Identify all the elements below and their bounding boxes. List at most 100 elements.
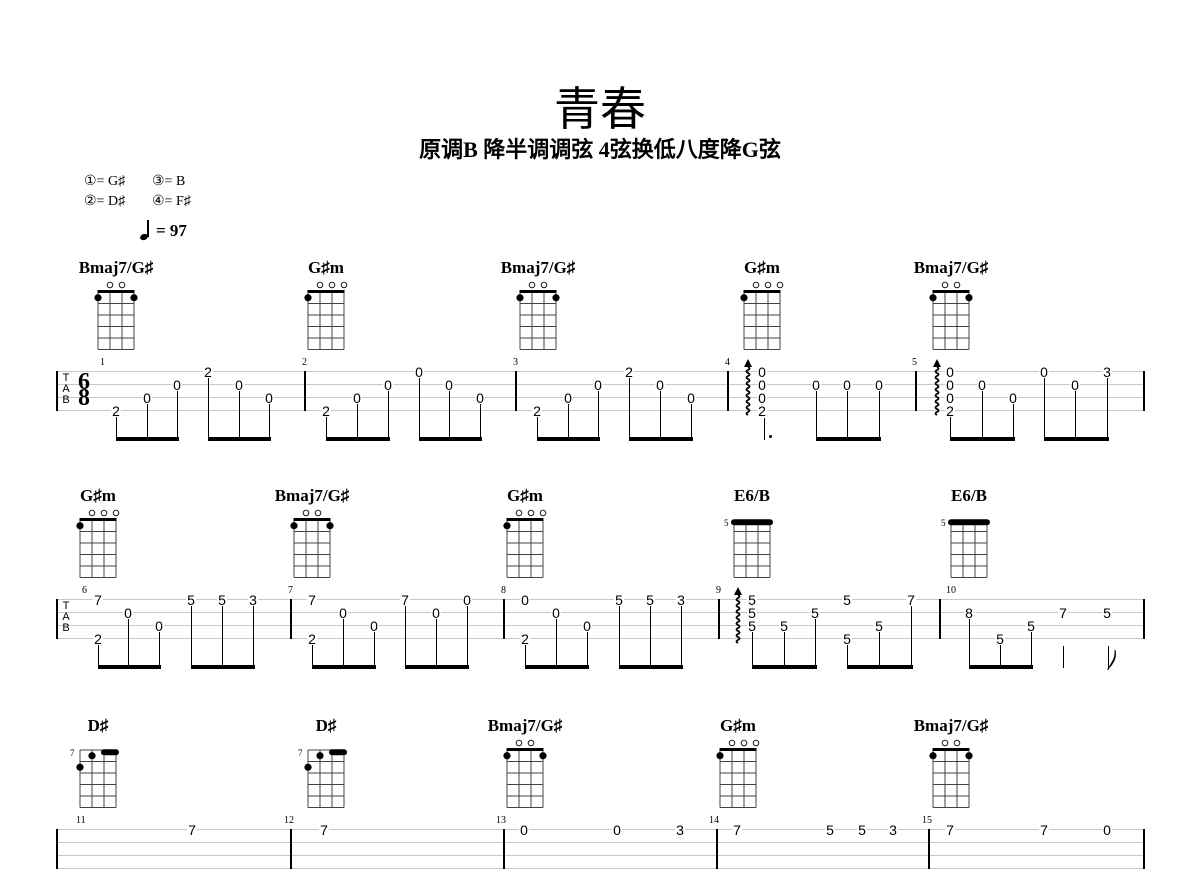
- note-stem: [449, 391, 451, 439]
- fret-number: 7: [1039, 821, 1049, 838]
- chord-name: Bmaj7/G♯: [913, 258, 989, 277]
- fret-number: 0: [369, 617, 379, 634]
- note-stem: [1000, 645, 1002, 667]
- barline: [939, 599, 941, 639]
- tab-clef-letter: A: [62, 383, 70, 395]
- fret-number: 0: [811, 376, 821, 393]
- chord-grid: [76, 509, 120, 578]
- note-stem: [467, 606, 469, 667]
- fret-number: 0: [757, 376, 767, 393]
- note-stem: [480, 404, 482, 439]
- chord-name: Bmaj7/G♯: [913, 716, 989, 735]
- fret-number: 2: [945, 402, 955, 419]
- fret-number: 0: [977, 376, 987, 393]
- note-stem: [147, 404, 149, 439]
- staff-line: [56, 842, 1144, 843]
- fret-number: 0: [142, 389, 152, 406]
- tab-staff: [56, 829, 1145, 869]
- note-stem: [269, 404, 271, 439]
- song-title: 青春: [554, 84, 646, 135]
- fret-number: 0: [352, 389, 362, 406]
- fret-number: 0: [1102, 821, 1112, 838]
- fret-number: 3: [676, 591, 686, 608]
- barline: [56, 599, 58, 639]
- barline: [290, 829, 292, 869]
- measure-number: 8: [501, 585, 506, 596]
- barline: [503, 599, 505, 639]
- fret-number: 7: [307, 591, 317, 608]
- fret-number: 2: [532, 402, 542, 419]
- note-stem: [1075, 391, 1077, 439]
- fret-number: 5: [810, 604, 820, 621]
- svg-text:5: 5: [724, 518, 729, 528]
- fret-number: 5: [857, 821, 867, 838]
- barline: [503, 829, 505, 869]
- note-stem: [128, 619, 130, 667]
- fret-number: 0: [414, 363, 424, 380]
- tab-clef-letter: A: [62, 611, 70, 623]
- tempo-value: = 97: [156, 221, 187, 240]
- note-stem: [537, 417, 539, 439]
- fret-number: 0: [154, 617, 164, 634]
- note-stem: [1063, 646, 1065, 668]
- note-stem: [847, 391, 849, 439]
- svg-text:7: 7: [298, 748, 303, 758]
- tuning-string-2: ②= D♯: [84, 194, 126, 209]
- fret-number: 2: [93, 630, 103, 647]
- chord-grid: [503, 509, 547, 578]
- fret-number: 0: [444, 376, 454, 393]
- measure-number: 1: [100, 357, 105, 368]
- arpeggio-up-icon: [933, 359, 941, 416]
- barline: [304, 371, 306, 411]
- barline: [56, 371, 58, 411]
- chord-grid: [716, 739, 760, 808]
- chord-grid: [304, 281, 348, 350]
- fret-number: 5: [874, 617, 884, 634]
- note-stem: [816, 391, 818, 439]
- note-beam: [752, 665, 817, 669]
- note-beam: [326, 437, 390, 441]
- note-stem: [239, 391, 241, 439]
- chord-grid: [740, 281, 784, 350]
- fret-number: 5: [747, 591, 757, 608]
- measure-number: 9: [716, 585, 721, 596]
- staff-line: [56, 829, 1144, 830]
- barline: [290, 599, 292, 639]
- chord-grid: [94, 281, 138, 350]
- fret-number: 0: [842, 376, 852, 393]
- note-stem: [357, 404, 359, 439]
- tab-clef-letter: T: [62, 600, 70, 612]
- fret-number: 0: [383, 376, 393, 393]
- time-signature-top: 6: [78, 369, 90, 395]
- note-stem: [691, 404, 693, 439]
- fret-number: 0: [520, 591, 530, 608]
- dotted-note-icon: [769, 435, 772, 438]
- note-beam: [847, 665, 913, 669]
- chord-name: G♯m: [80, 486, 116, 505]
- tuning-string-1: ①= G♯: [84, 174, 126, 189]
- note-stem: [598, 391, 600, 439]
- fret-number: 0: [757, 389, 767, 406]
- fret-number: 0: [234, 376, 244, 393]
- note-stem: [847, 645, 849, 667]
- chord-name: E6/B: [951, 486, 987, 505]
- fret-number: 0: [945, 389, 955, 406]
- chord-name: G♯m: [308, 258, 344, 277]
- fret-number: 3: [1102, 363, 1112, 380]
- note-beam: [1044, 437, 1109, 441]
- fret-number: 7: [732, 821, 742, 838]
- chord-name: G♯m: [720, 716, 756, 735]
- fret-number: 0: [338, 604, 348, 621]
- fret-number: 0: [462, 591, 472, 608]
- note-stem: [1013, 404, 1015, 439]
- note-stem: [784, 632, 786, 667]
- note-stem: [911, 606, 913, 667]
- fret-number: 7: [400, 591, 410, 608]
- measure-number: 4: [725, 357, 730, 368]
- barline: [56, 829, 58, 869]
- fret-number: 2: [111, 402, 121, 419]
- fret-number: 0: [593, 376, 603, 393]
- fret-number: 5: [1102, 604, 1112, 621]
- note-stem: [681, 606, 683, 667]
